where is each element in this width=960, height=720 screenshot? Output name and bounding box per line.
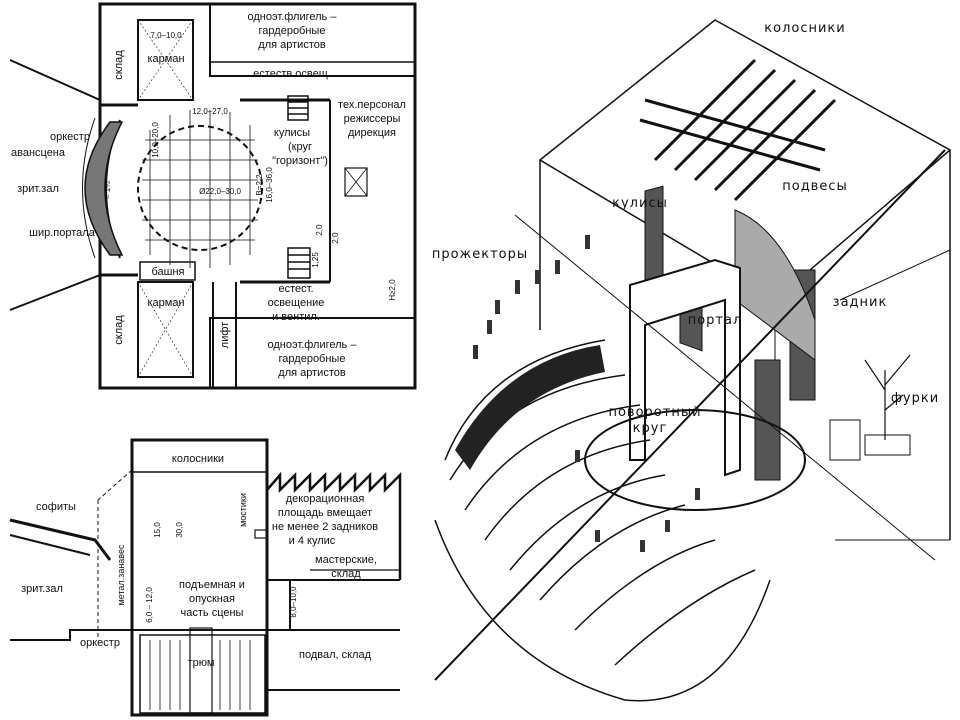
- dim-circle-diam: Ø22,0–30,0: [199, 187, 241, 196]
- label-nat-vent: освещение: [268, 297, 325, 309]
- dim-pocket: 7,0–10,0: [150, 31, 182, 40]
- label-bridges: мостики: [238, 493, 248, 527]
- label-scenery: не менее 2 задников: [272, 521, 378, 533]
- label-lift: лифт: [219, 322, 231, 348]
- label-lift: опускная: [189, 593, 235, 605]
- label-storage-top: склад: [113, 50, 125, 80]
- label-revolving: поворотный: [608, 405, 701, 420]
- dim-h2: 30,0: [175, 522, 184, 538]
- label-circle: (круг: [288, 141, 312, 153]
- label-horizon: "горизонт"): [272, 155, 328, 167]
- label-scenery: и 4 кулис: [289, 535, 336, 547]
- label-avanscena: авансцена: [11, 147, 66, 159]
- dim-h3: 6,0 – 12,0: [145, 587, 154, 623]
- label-lift: подъемная и: [179, 579, 245, 591]
- label-portal-width: шир.портала: [29, 227, 96, 239]
- label-curtain: метал.занавес: [116, 544, 126, 605]
- label-orchestra: оркестр: [80, 637, 120, 649]
- theatre-plan: одноэт.флигель – гардеробные для артисто…: [0, 0, 420, 400]
- label-tower: башня: [151, 266, 184, 278]
- dim-portal: ≈ 1½: [103, 181, 112, 199]
- label-workshops: мастерские,: [315, 554, 377, 566]
- label-nat-vent: и вентил.: [272, 311, 320, 323]
- label-portal: портал: [688, 313, 743, 328]
- label-hold: трюм: [188, 657, 215, 669]
- label-wings: кулисы: [612, 196, 668, 211]
- dim-circle-span: 12,0–27,0: [192, 107, 228, 116]
- dim-h1: 15,0: [153, 522, 162, 538]
- label-wing-bottom: гардеробные: [279, 353, 346, 365]
- label-pocket-top: карман: [147, 53, 184, 65]
- theatre-section: колосники софиты зрит.зал метал.занавес …: [0, 430, 420, 720]
- label-grid: колосники: [172, 453, 224, 465]
- label-grid: колосники: [764, 21, 845, 36]
- dim-stage-a: В=2,2: [255, 174, 264, 196]
- label-directors: режиссеры: [344, 113, 401, 125]
- dim-corner: Н≥2,0: [388, 279, 397, 301]
- label-wing-bottom: одноэт.флигель –: [268, 339, 358, 351]
- label-pocket-bottom: карман: [147, 297, 184, 309]
- label-nat-vent: естест.: [278, 283, 313, 295]
- label-wing-top: гардеробные: [259, 25, 326, 37]
- dim-h4: 8,0–10,0: [289, 586, 298, 618]
- dim-stage-depth: 10,0–20,0: [151, 122, 160, 158]
- label-scenery: декорационная: [286, 493, 365, 505]
- label-storage-bottom: склад: [113, 315, 125, 345]
- label-wings: кулисы: [274, 127, 310, 139]
- label-hall: зрит.зал: [21, 583, 63, 595]
- label-management: дирекция: [348, 127, 396, 139]
- label-wing-bottom: для артистов: [278, 367, 346, 379]
- label-wing-top: одноэт.флигель –: [248, 11, 338, 23]
- label-lift: часть сцены: [181, 607, 244, 619]
- label-natural-light: естеств.освещ.: [253, 68, 331, 80]
- label-revolving: круг: [633, 421, 668, 436]
- label-spotlights: прожекторы: [432, 247, 528, 262]
- dim-stage-b: 16,0–36,0: [265, 167, 274, 203]
- stage-axonometric: колосники кулисы подвесы прожекторы задн…: [425, 0, 960, 720]
- label-basement: подвал, склад: [299, 649, 372, 661]
- label-scenery: площадь вмещает: [278, 507, 372, 519]
- label-sofits: софиты: [36, 501, 76, 513]
- label-hangings: подвесы: [782, 179, 848, 194]
- label-wing-top: для артистов: [258, 39, 326, 51]
- label-tech-staff: тех.персонал: [338, 99, 406, 111]
- dim-side-b: 1,25: [311, 252, 320, 268]
- label-workshops: склад: [331, 568, 361, 580]
- label-orchestra: оркестр: [50, 131, 90, 143]
- dim-side-a: 2,0: [315, 224, 324, 236]
- label-hall: зрит.зал: [17, 183, 59, 195]
- dim-side-c: 2,0: [331, 232, 340, 244]
- label-backdrop: задник: [833, 295, 888, 310]
- label-wagons: фурки: [891, 391, 939, 406]
